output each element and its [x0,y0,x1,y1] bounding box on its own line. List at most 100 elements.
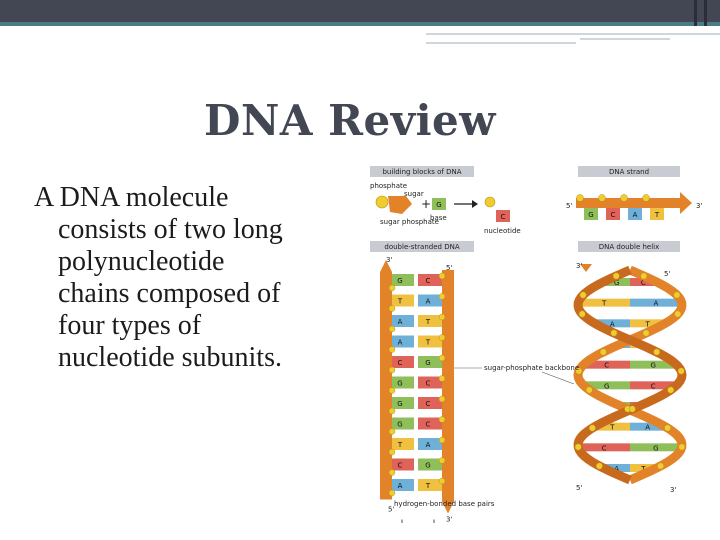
helix-phosphate [579,291,587,299]
strand-base [628,208,642,220]
helix-5-prime-top: 5' [664,270,670,278]
ladder-phosphate [438,457,446,464]
ladder-phosphate [438,375,446,382]
ladder-phosphate [388,489,396,497]
decorative-line [426,33,720,35]
strand-base [606,208,620,220]
slide-title: DNA Review [204,96,496,145]
ladder-left-base [392,335,414,348]
helix-base [603,278,630,286]
strand-base [650,208,664,220]
ladder-left-letter: T [397,298,403,306]
base-label: base [430,214,447,222]
ladder-right-base [418,438,442,450]
helix-phosphate [678,443,686,451]
ladder-right-base [418,376,442,389]
helix-3-prime-top: 3' [576,262,582,270]
helix-letter: G [653,444,658,452]
ladder-left-letter: C [398,462,403,470]
ladder-phosphate [438,272,446,280]
ladder-phosphate [388,305,396,312]
helix-arrow-top [580,264,592,272]
ladder-left-letter: T [397,441,403,449]
helix-phosphate [653,348,661,356]
ladder-phosphate [438,436,446,444]
helix-letter: A [614,465,619,473]
helix-phosphate [628,405,636,413]
ladder-phosphate [438,416,446,423]
strand-3-prime: 3' [696,202,702,210]
helix-base [630,381,677,390]
helix-phosphate [574,443,582,451]
building-blocks-label: building blocks of DNA [382,168,461,176]
ladder-left-base [392,376,414,389]
helix-phosphate [610,329,618,337]
phosphate-label: phosphate [370,182,407,190]
header-bar [578,241,680,252]
header-bar [370,241,474,252]
ladder-5-prime-bottom: 5' [388,506,394,514]
ladder-left-base [392,479,414,491]
ladder-left-base [392,294,414,307]
helix-phosphate [667,386,675,394]
ladder-right-base [418,397,442,409]
ladder-5-prime-top: 5' [446,264,452,272]
helix-5-prime-bottom: 5' [576,484,582,492]
helix-letter: C [602,444,607,452]
ladder-right-letter: G [425,359,430,367]
ladder-right-base [418,356,442,368]
helix-phosphate [640,272,648,280]
nucleotide-base-icon [496,210,510,222]
ladder-phosphate [388,325,396,333]
strand-phosphate [576,194,584,202]
ladder-right-base [418,417,442,430]
helix-base [630,360,677,369]
strand-base-letter: A [633,211,638,219]
helix-base [630,443,682,452]
helix-letter: A [645,424,650,432]
ladder-left-base [392,356,414,368]
sugar-label: sugar [404,190,424,198]
ladder-phosphate [388,284,396,292]
helix-base [578,298,630,307]
ladder-phosphate [388,469,396,476]
base-g-icon [432,198,446,210]
ladder-left-arrow [380,260,392,272]
strand-base-letter: T [654,211,660,219]
nucleotide-base-letter: C [501,213,506,221]
helix-letter: T [645,320,651,328]
ladder-right-letter: T [425,318,431,326]
ladder-left-base [392,417,414,430]
ladder-phosphate [388,346,396,353]
body-line: consists of two long [58,214,283,245]
helix-phosphate [588,424,596,432]
ladder-right-base [418,335,442,348]
helix-letter: C [641,279,646,287]
helix-phosphate [664,424,672,432]
plus-sign: + [421,197,431,211]
ladder-left-letter: G [397,400,402,408]
helix-phosphate [585,386,593,394]
ladder-right-letter: T [425,482,431,490]
strand-arrow-head [680,192,692,214]
decorative-line [426,42,576,44]
ladder-left-base [392,315,414,327]
helix-base [583,360,630,369]
helix-phosphate [642,329,650,337]
strand-phosphate [620,194,628,202]
nucleotide-label: nucleotide [484,227,521,235]
ladder-right-letter: A [426,441,431,449]
slide-body-text: A DNA molecule consists of two long poly… [34,182,354,374]
ladder-right-base [418,274,442,286]
ladder-phosphate [388,387,396,394]
helix-letter: G [604,382,609,390]
double-stranded-label: double-stranded DNA [384,243,459,251]
ladder-phosphate [438,354,446,362]
body-line: polynucleotide [58,246,225,277]
helix-phosphate [674,310,682,318]
helix-letter: C [604,362,609,370]
ladder-left-letter: G [397,380,402,388]
ladder-phosphate [388,448,396,456]
